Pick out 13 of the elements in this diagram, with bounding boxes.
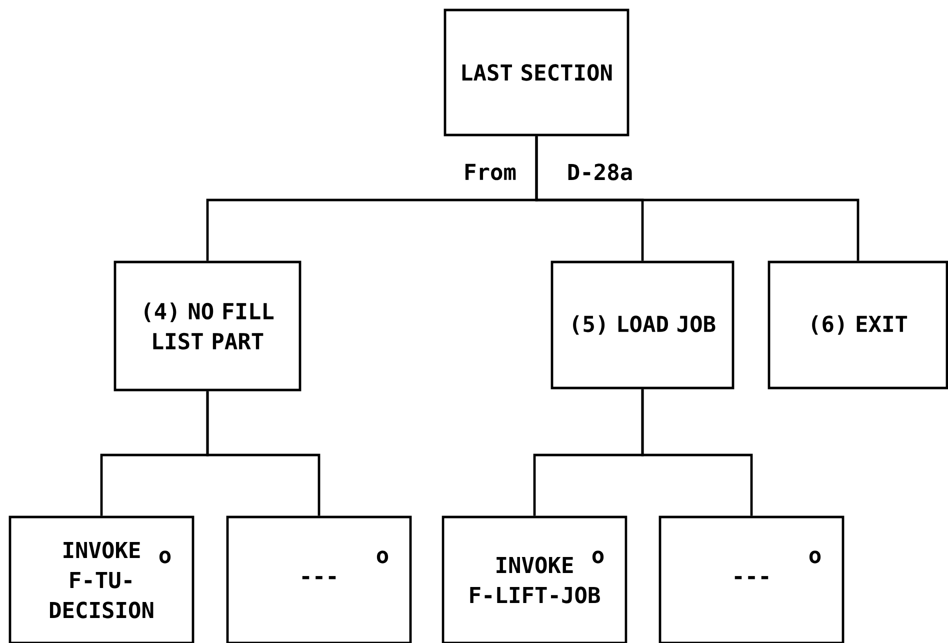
process-box: (6) EXIT	[768, 260, 948, 390]
side-label: D-28a	[568, 164, 632, 180]
side-label: From	[465, 164, 516, 180]
process-box: (4) NO FILL LIST PART	[114, 260, 302, 392]
corner-mark: o	[809, 550, 821, 564]
connector-line	[641, 389, 753, 516]
corner-mark: o	[592, 550, 604, 564]
connector-line	[535, 136, 860, 261]
corner-mark: o	[376, 550, 388, 564]
process-box: LAST SECTION	[444, 8, 630, 136]
corner-mark: o	[159, 550, 171, 564]
process-box: (5) LOAD JOB	[550, 260, 734, 390]
connector-line	[206, 391, 320, 516]
